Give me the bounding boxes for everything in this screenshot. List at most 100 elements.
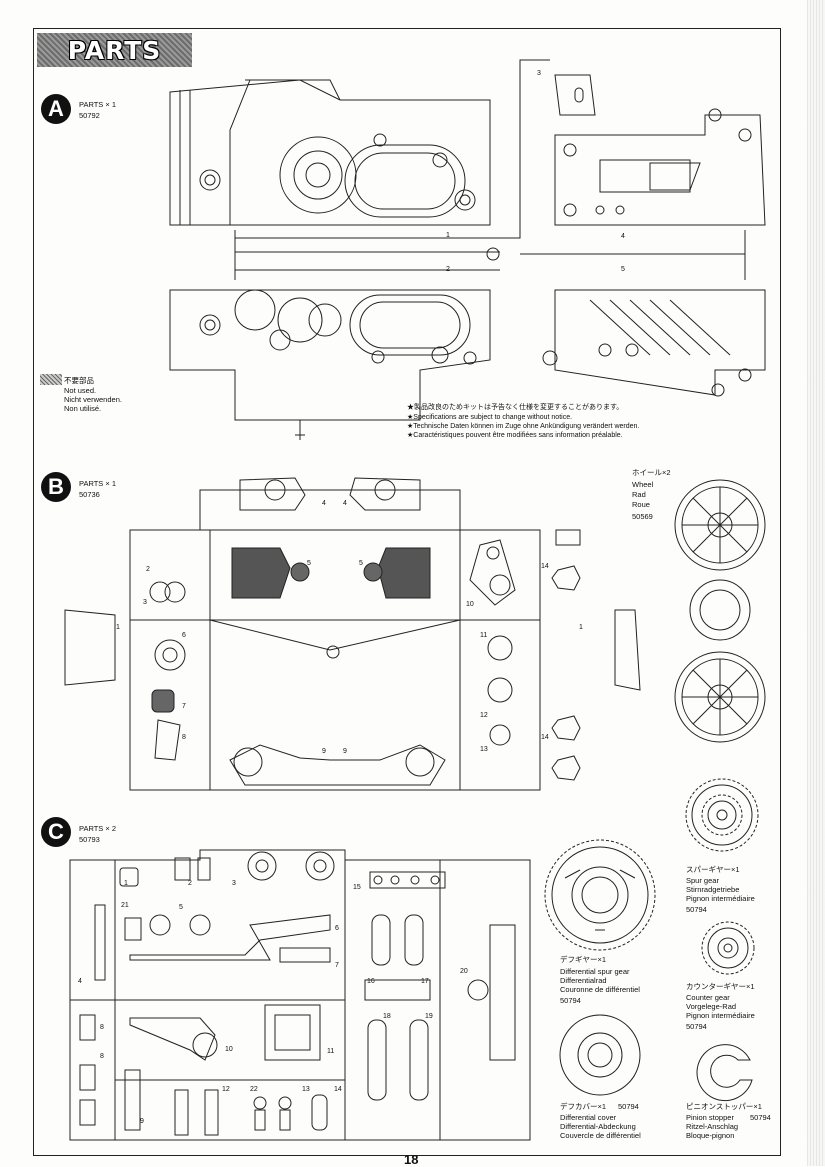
pinion-de: Ritzel-Anschlag xyxy=(686,1122,739,1131)
c-label-6: 6 xyxy=(335,925,339,932)
b-label-5a: 5 xyxy=(307,560,311,567)
section-c-badge: C xyxy=(41,817,71,847)
spur-de: Stirnradgetriebe xyxy=(686,885,740,894)
wheel-code: 50569 xyxy=(632,512,653,521)
section-a-parts: PARTS × 1 xyxy=(79,100,117,109)
c-label-16: 16 xyxy=(367,978,375,985)
c-label-10: 10 xyxy=(225,1046,233,1053)
sprue-c xyxy=(69,849,531,1141)
b-label-4b: 4 xyxy=(343,500,347,507)
diffgear-fr: Couronne de différentiel xyxy=(560,985,640,994)
c-label-4: 4 xyxy=(78,978,82,985)
notice-en: ★Specifications are subject to change wi… xyxy=(407,414,573,421)
c-label-15: 15 xyxy=(353,884,361,891)
c-label-11: 11 xyxy=(327,1048,335,1055)
parts-title: PARTS xyxy=(67,36,162,65)
counter-code: 50794 xyxy=(686,1022,707,1031)
sprue-b xyxy=(64,477,766,791)
c-label-17: 17 xyxy=(421,978,429,985)
b-label-8: 8 xyxy=(182,734,186,741)
b-label-1a: 1 xyxy=(116,624,120,631)
wheel-fr: Roue xyxy=(632,500,650,509)
b-label-13: 13 xyxy=(480,746,488,753)
wheel-de: Rad xyxy=(632,490,646,499)
pinion-fr: Bloque-pignon xyxy=(686,1131,735,1140)
b-label-5b: 5 xyxy=(359,560,363,567)
c-label-9: 9 xyxy=(140,1118,144,1125)
spur-fr: Pignon intermédiaire xyxy=(686,894,755,903)
c-label-5: 5 xyxy=(179,904,183,911)
b-label-10: 10 xyxy=(466,601,474,608)
a-label-3: 3 xyxy=(537,70,541,77)
notice-jp: ★製品改良のためキットは予告なく仕様を変更することがあります。 xyxy=(407,404,624,411)
counter-de: Vorgelege-Rad xyxy=(686,1002,737,1011)
spur-jp: スパーギヤー×1 xyxy=(686,865,740,874)
a-label-5: 5 xyxy=(621,266,625,273)
page-edge xyxy=(807,0,825,1166)
diffcover-en: Differential cover xyxy=(560,1113,617,1122)
b-label-2: 2 xyxy=(146,566,150,573)
counter-fr: Pignon intermédiaire xyxy=(686,1011,755,1020)
diffgear-jp: デフギヤー×1 xyxy=(560,955,607,964)
c-label-14: 14 xyxy=(334,1086,342,1093)
diffcover-fr: Couvercle de différentiel xyxy=(560,1131,641,1140)
page-number: 18 xyxy=(404,1152,419,1167)
b-label-14a: 14 xyxy=(541,563,549,570)
notice-de: ★Technische Daten können im Zuge ohne An… xyxy=(407,423,640,430)
c-label-18: 18 xyxy=(383,1013,391,1020)
gears xyxy=(544,778,759,1102)
pinion-en: Pinion stopper xyxy=(686,1113,734,1122)
section-c-code: 50793 xyxy=(79,835,100,844)
pinion-code: 50794 xyxy=(750,1113,771,1122)
not-used-jp: 不要部品 xyxy=(64,376,94,385)
c-label-12: 12 xyxy=(222,1086,230,1093)
section-a-code: 50792 xyxy=(79,111,100,120)
b-label-6: 6 xyxy=(182,632,186,639)
diffcover-code: 50794 xyxy=(618,1102,639,1111)
b-label-4a: 4 xyxy=(322,500,326,507)
diffcover-de: Differential-Abdeckung xyxy=(560,1122,636,1131)
b-label-14b: 14 xyxy=(541,734,549,741)
b-label-3: 3 xyxy=(143,599,147,606)
page-frame xyxy=(33,28,781,1156)
c-label-1: 1 xyxy=(124,880,128,887)
c-label-7: 7 xyxy=(335,962,339,969)
wheel-jp: ホイール×2 xyxy=(632,468,671,477)
spur-en: Spur gear xyxy=(686,876,719,885)
wheel-en: Wheel xyxy=(632,480,654,489)
pinion-jp: ピニオンストッパー×1 xyxy=(686,1102,762,1111)
c-label-2: 2 xyxy=(188,880,192,887)
c-label-20: 20 xyxy=(460,968,468,975)
counter-en: Counter gear xyxy=(686,993,730,1002)
b-label-7: 7 xyxy=(182,703,186,710)
spur-code: 50794 xyxy=(686,905,707,914)
c-label-13: 13 xyxy=(302,1086,310,1093)
b-label-9a: 9 xyxy=(322,748,326,755)
c-label-8b: 8 xyxy=(100,1053,104,1060)
section-b-badge: B xyxy=(41,472,71,502)
b-label-11: 11 xyxy=(480,632,488,639)
section-a-badge: A xyxy=(41,94,71,124)
diffgear-code: 50794 xyxy=(560,996,581,1005)
not-used-en: Not used. xyxy=(64,386,97,395)
not-used-de: Nicht verwenden. xyxy=(64,395,122,404)
counter-jp: カウンターギヤー×1 xyxy=(686,982,755,991)
a-label-4: 4 xyxy=(621,233,625,240)
not-used-fr: Non utilisé. xyxy=(64,404,102,413)
b-label-9b: 9 xyxy=(343,748,347,755)
c-label-19: 19 xyxy=(425,1013,433,1020)
c-label-22: 22 xyxy=(250,1086,258,1093)
c-label-8a: 8 xyxy=(100,1024,104,1031)
parts-header: PARTS xyxy=(37,33,192,67)
a-label-1: 1 xyxy=(446,232,450,239)
section-b-code: 50736 xyxy=(79,490,100,499)
notice-fr: ★Caractéristiques pouvent être modifiées… xyxy=(407,432,623,439)
c-label-21: 21 xyxy=(121,902,129,909)
c-label-3: 3 xyxy=(232,880,236,887)
diffcover-jp: デフカバー×1 xyxy=(560,1102,607,1111)
diffgear-en: Differential spur gear xyxy=(560,967,630,976)
sprue-a xyxy=(169,59,766,440)
section-c-parts: PARTS × 2 xyxy=(79,824,117,833)
not-used-swatch xyxy=(40,374,62,385)
